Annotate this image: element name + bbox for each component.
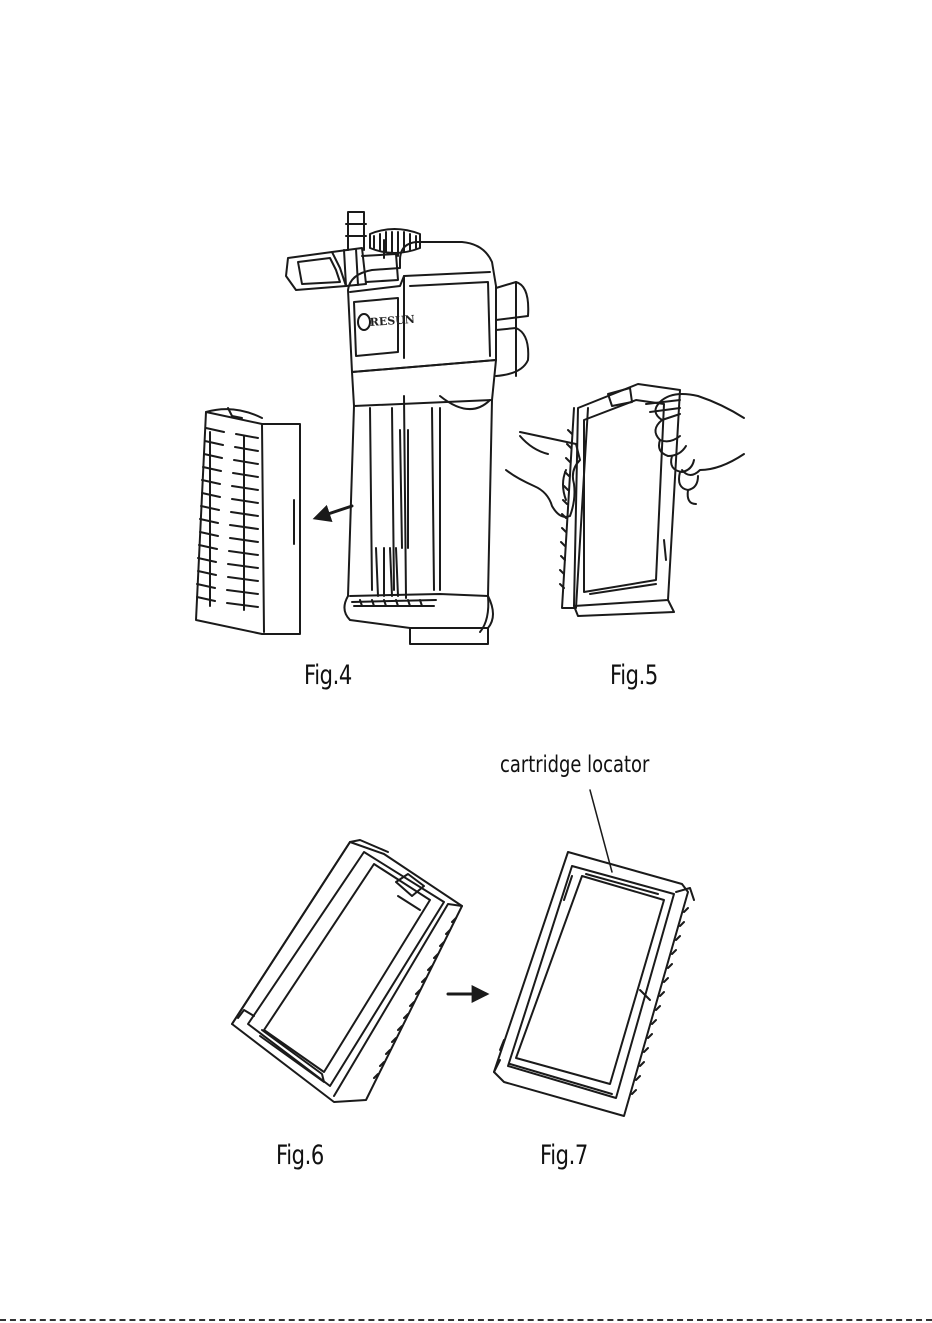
fig6-caption: Fig.6 [276,1140,324,1171]
fig4-caption: Fig.4 [304,660,352,691]
intake-grille-drawing [196,408,300,634]
fig7-caption: Fig.7 [540,1140,588,1171]
cartridge-in-hands-drawing [506,384,744,616]
arrow-left-icon [316,506,352,518]
open-cartridge-drawing [232,840,462,1102]
filter-unit-drawing [286,212,528,644]
cartridge-locator-callout: cartridge locator [500,752,649,778]
closed-cartridge-drawing [494,790,694,1116]
brand-logo-text: RESUN [369,313,415,329]
page-bottom-rule [0,1319,932,1321]
fig5-caption: Fig.5 [610,660,658,691]
